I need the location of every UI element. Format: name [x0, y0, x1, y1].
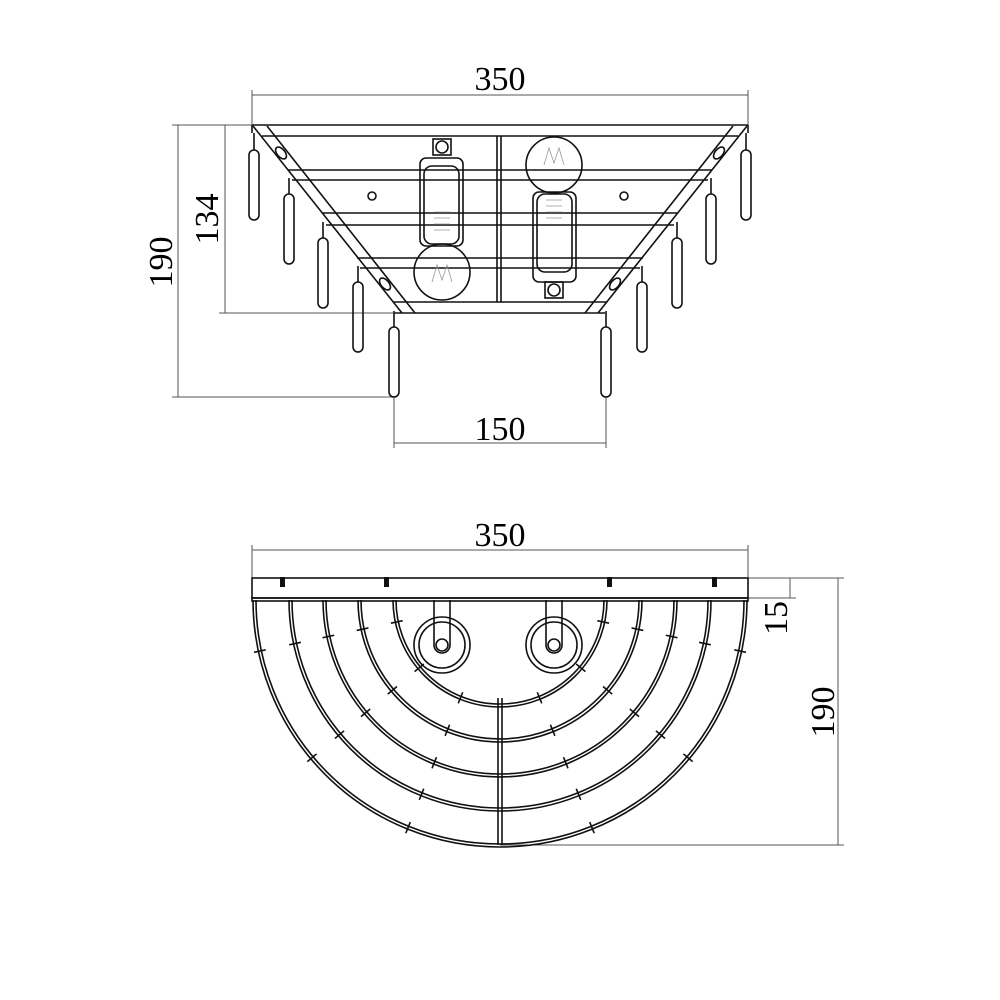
ring-tick — [575, 663, 586, 673]
pendant — [671, 222, 683, 309]
pendant — [600, 311, 612, 398]
ring-tick — [549, 724, 556, 737]
concentric-rings — [252, 599, 748, 848]
dimension-width-front: 350 — [251, 61, 749, 125]
ring-tick — [431, 756, 438, 769]
crystal-pendants — [248, 133, 752, 398]
pendant — [740, 133, 752, 221]
ring-tick — [629, 708, 640, 718]
dimension-label-350-top: 350 — [475, 517, 526, 554]
ring-tick — [356, 627, 369, 632]
ring-tick — [334, 730, 345, 740]
ring-tick — [597, 619, 610, 624]
pendant — [705, 178, 717, 265]
ring-tick — [322, 634, 335, 639]
dimension-label-350: 350 — [475, 61, 526, 98]
pendant — [636, 266, 648, 353]
ring-tick — [698, 641, 711, 646]
pendant — [388, 311, 400, 398]
ring-tick — [588, 821, 595, 834]
dimension-label-134: 134 — [189, 194, 226, 245]
dimension-total-height: 190 — [143, 124, 394, 398]
pendant — [248, 133, 260, 221]
ring-tick — [387, 685, 398, 695]
front-view: 350 190 134 150 — [143, 61, 752, 448]
dimension-label-190-top: 190 — [805, 687, 842, 738]
bulb-left — [413, 138, 471, 301]
ring-tick — [682, 753, 694, 763]
ring-tick — [444, 724, 451, 737]
ring-tick — [734, 649, 747, 654]
ring-tick — [631, 627, 644, 632]
ring-tick — [253, 649, 266, 654]
screw-icon — [384, 577, 389, 587]
top-view: 350 15 190 — [251, 517, 844, 848]
screw-icon — [712, 577, 717, 587]
screw-icon — [607, 577, 612, 587]
mount-left — [413, 600, 471, 674]
back-plate — [251, 577, 749, 602]
dimension-depth: 190 — [500, 577, 844, 846]
dimension-frame-height: 134 — [189, 125, 395, 314]
ring-tick — [655, 730, 666, 740]
ring-tick — [405, 821, 412, 834]
ring-tick — [457, 691, 464, 704]
ring-tick — [418, 788, 425, 801]
mount-right — [525, 600, 583, 674]
ring-tick — [575, 788, 582, 801]
ring-tick — [306, 753, 318, 763]
ring-tick — [602, 685, 613, 695]
dimension-label-190: 190 — [143, 237, 180, 288]
dimension-plate-thickness: 15 — [748, 577, 796, 635]
pendant — [317, 222, 329, 309]
ring-tick — [289, 641, 302, 646]
ring-tick — [562, 756, 569, 769]
ring-tick — [665, 634, 678, 639]
dimension-width-top: 350 — [251, 517, 749, 578]
ring-tick — [360, 708, 371, 718]
pendant — [352, 266, 364, 353]
dimension-label-15: 15 — [758, 601, 795, 635]
pendant — [283, 178, 295, 265]
bulb-right — [525, 136, 583, 299]
screw-icon — [280, 577, 285, 587]
frame-tiers — [251, 124, 749, 314]
ring-tick — [390, 619, 403, 624]
ring-tick — [414, 663, 425, 673]
ring-tick — [536, 691, 543, 704]
dimension-bottom-width: 150 — [393, 397, 607, 448]
dimension-label-150: 150 — [475, 411, 526, 448]
